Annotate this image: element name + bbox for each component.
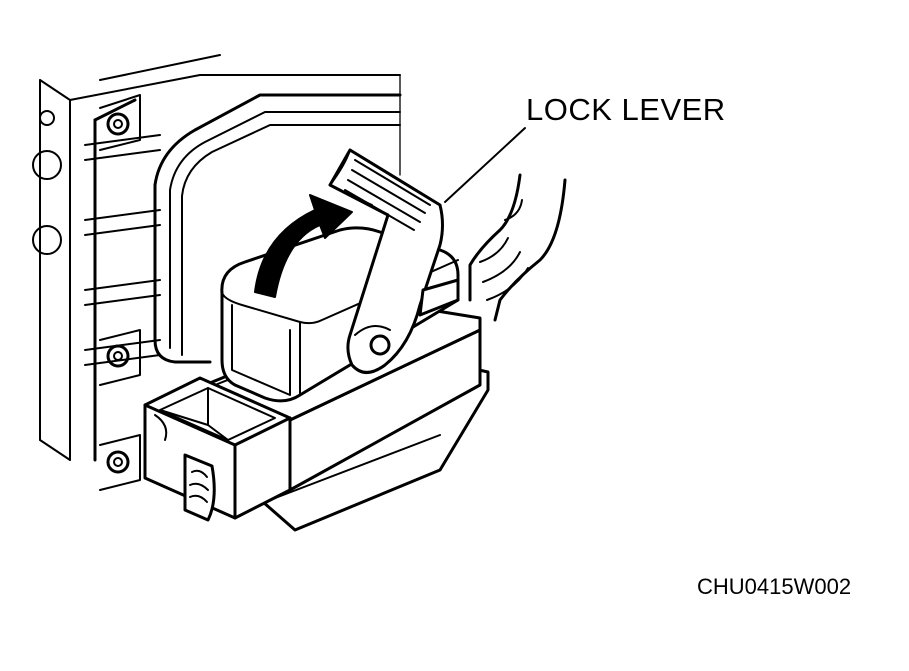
rotation-arrow-icon [254, 194, 353, 298]
callout-leader-line [444, 127, 526, 203]
wire-harness [468, 173, 567, 322]
housing-body [32, 54, 402, 491]
mating-connector [143, 376, 292, 522]
lock-lever [328, 148, 460, 374]
figure-code: CHU0415W002 [697, 574, 852, 599]
lock-lever-label: LOCK LEVER [526, 92, 726, 127]
